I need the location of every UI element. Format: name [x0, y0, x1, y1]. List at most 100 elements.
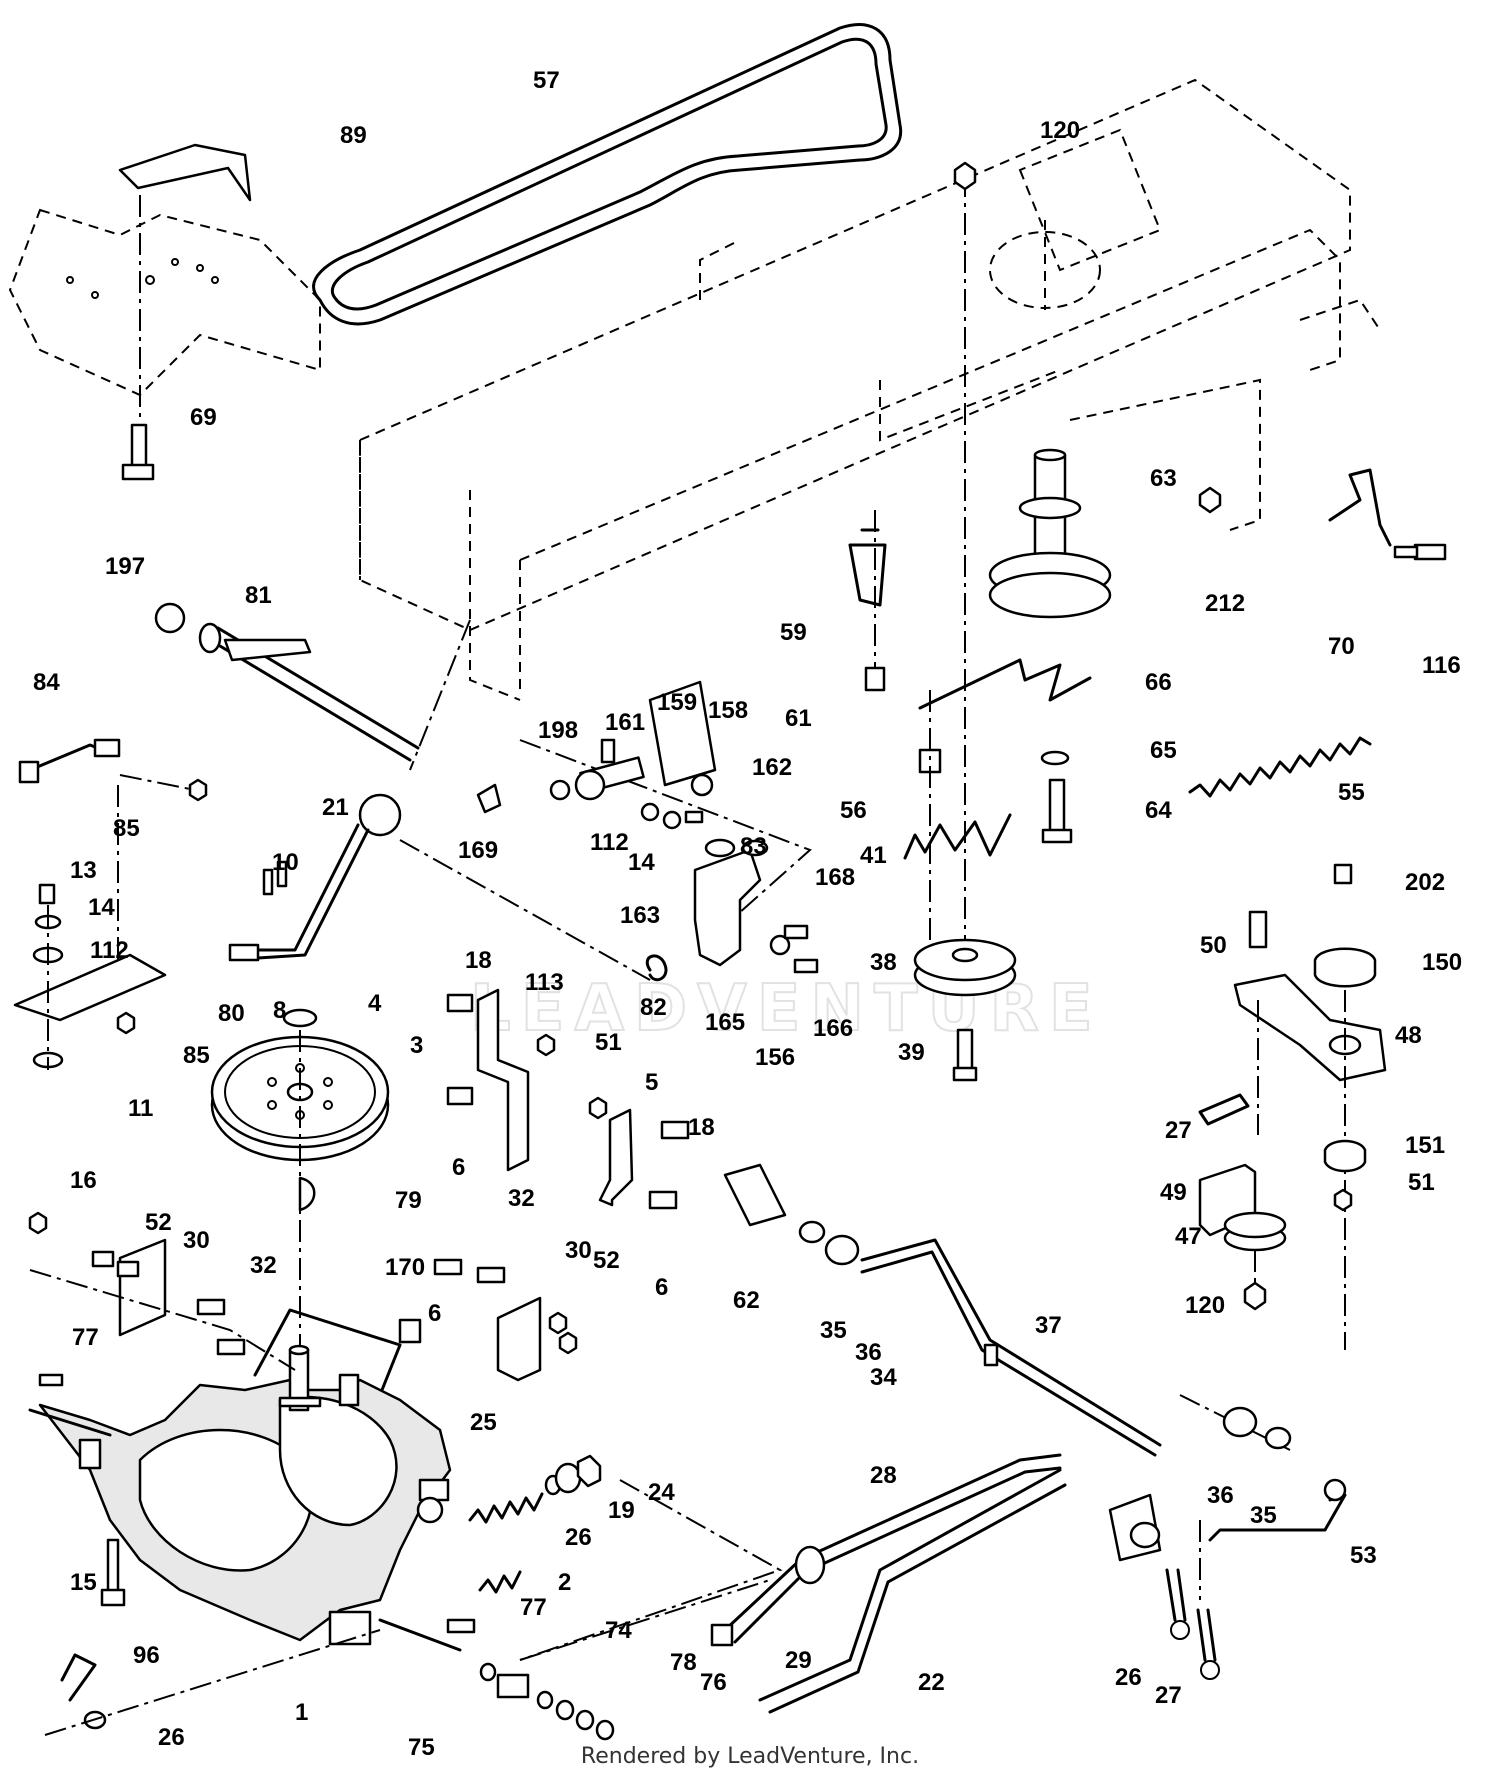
callout-36: 36	[855, 1339, 882, 1366]
callout-6: 6	[452, 1154, 465, 1181]
callout-150: 150	[1422, 949, 1462, 976]
callout-84: 84	[33, 669, 60, 696]
callout-52: 52	[145, 1209, 172, 1236]
rod-70	[1328, 468, 1392, 547]
callout-170: 170	[385, 1254, 425, 1281]
callout-16: 16	[70, 1167, 97, 1194]
callout-30: 30	[565, 1237, 592, 1264]
callout-51: 51	[595, 1029, 622, 1056]
callout-162: 162	[752, 754, 792, 781]
callout-112: 112	[590, 829, 629, 856]
callout-34: 34	[870, 1364, 897, 1391]
rod-28	[723, 1453, 1062, 1632]
callout-3: 3	[410, 1032, 423, 1059]
sleeve-62	[723, 1163, 787, 1227]
callout-77: 77	[520, 1594, 547, 1621]
callout-53: 53	[1350, 1542, 1377, 1569]
callout-29: 29	[785, 1647, 812, 1674]
callout-51: 51	[1408, 1169, 1435, 1196]
callout-19: 19	[608, 1497, 635, 1524]
callout-52: 52	[593, 1247, 620, 1274]
callout-66: 66	[1145, 669, 1172, 696]
bracket-89	[118, 143, 252, 202]
rod-34	[860, 1238, 1162, 1447]
callout-169: 169	[458, 837, 498, 864]
callout-47: 47	[1175, 1223, 1202, 1250]
callout-116: 116	[1422, 652, 1461, 679]
pulley-3	[210, 1035, 390, 1162]
bracket-30-right	[496, 1296, 542, 1382]
callout-168: 168	[815, 864, 855, 891]
callout-197: 197	[105, 553, 145, 580]
callout-70: 70	[1328, 633, 1355, 660]
callout-14: 14	[628, 849, 655, 876]
callout-22: 22	[918, 1669, 945, 1696]
callout-165: 165	[705, 1009, 745, 1036]
callout-78: 78	[670, 1649, 697, 1676]
callout-10: 10	[272, 849, 299, 876]
rod-22	[758, 1468, 1062, 1702]
callout-163: 163	[620, 902, 660, 929]
clip-59	[848, 528, 887, 607]
bracket-113	[476, 988, 530, 1172]
fender-outline	[8, 208, 321, 397]
callout-76: 76	[700, 1669, 727, 1696]
callout-89: 89	[340, 122, 367, 149]
callout-38: 38	[870, 949, 897, 976]
callout-57: 57	[533, 67, 560, 94]
callout-21: 21	[322, 794, 349, 821]
callout-79: 79	[395, 1187, 422, 1214]
knob-21	[358, 793, 402, 837]
callout-56: 56	[840, 797, 867, 824]
callout-26: 26	[565, 1524, 592, 1551]
credit-text: Rendered by LeadVenture, Inc.	[580, 1744, 920, 1769]
callout-13: 13	[70, 857, 97, 884]
callout-26: 26	[158, 1724, 185, 1751]
callout-85: 85	[113, 815, 140, 842]
bracket-48	[1233, 973, 1387, 1082]
callout-161: 161	[605, 709, 645, 736]
bracket-30-left	[118, 1238, 167, 1337]
bracket-5	[598, 1108, 634, 1207]
callout-41: 41	[860, 842, 887, 869]
fender-holes	[66, 258, 219, 299]
callout-18: 18	[688, 1114, 715, 1141]
wire-66	[918, 658, 1092, 710]
bracket-165	[645, 838, 819, 982]
spring-25	[468, 1492, 544, 1524]
callout-36: 36	[1207, 1482, 1234, 1509]
callout-32: 32	[508, 1185, 535, 1212]
callout-83: 83	[740, 833, 767, 860]
callout-1: 1	[295, 1699, 308, 1726]
callout-120: 120	[1040, 117, 1080, 144]
callout-198: 198	[538, 717, 578, 744]
callout-30: 30	[183, 1227, 210, 1254]
callout-6: 6	[428, 1300, 441, 1327]
callout-4: 4	[368, 990, 382, 1017]
callout-8: 8	[273, 997, 286, 1024]
callout-159: 159	[657, 689, 697, 716]
bolt-69	[121, 423, 155, 481]
callout-63: 63	[1150, 465, 1177, 492]
callout-69: 69	[190, 404, 217, 431]
drive-belt	[312, 23, 903, 326]
callout-35: 35	[820, 1317, 847, 1344]
callout-82: 82	[640, 994, 667, 1021]
wire-41	[903, 813, 1012, 860]
callout-6: 6	[655, 1274, 668, 1301]
callout-35: 35	[1250, 1502, 1277, 1529]
callout-48: 48	[1395, 1022, 1422, 1049]
callout-15: 15	[70, 1569, 97, 1596]
callout-62: 62	[733, 1287, 760, 1314]
transaxle-1	[28, 1344, 462, 1652]
callout-2: 2	[558, 1569, 571, 1596]
spring-55	[1188, 736, 1372, 798]
callout-81: 81	[245, 582, 272, 609]
callout-85: 85	[183, 1042, 210, 1069]
callout-112: 112	[90, 937, 129, 964]
spindle-63	[988, 448, 1112, 619]
callout-59: 59	[780, 619, 807, 646]
callout-14: 14	[88, 894, 115, 921]
callout-80: 80	[218, 1000, 245, 1027]
